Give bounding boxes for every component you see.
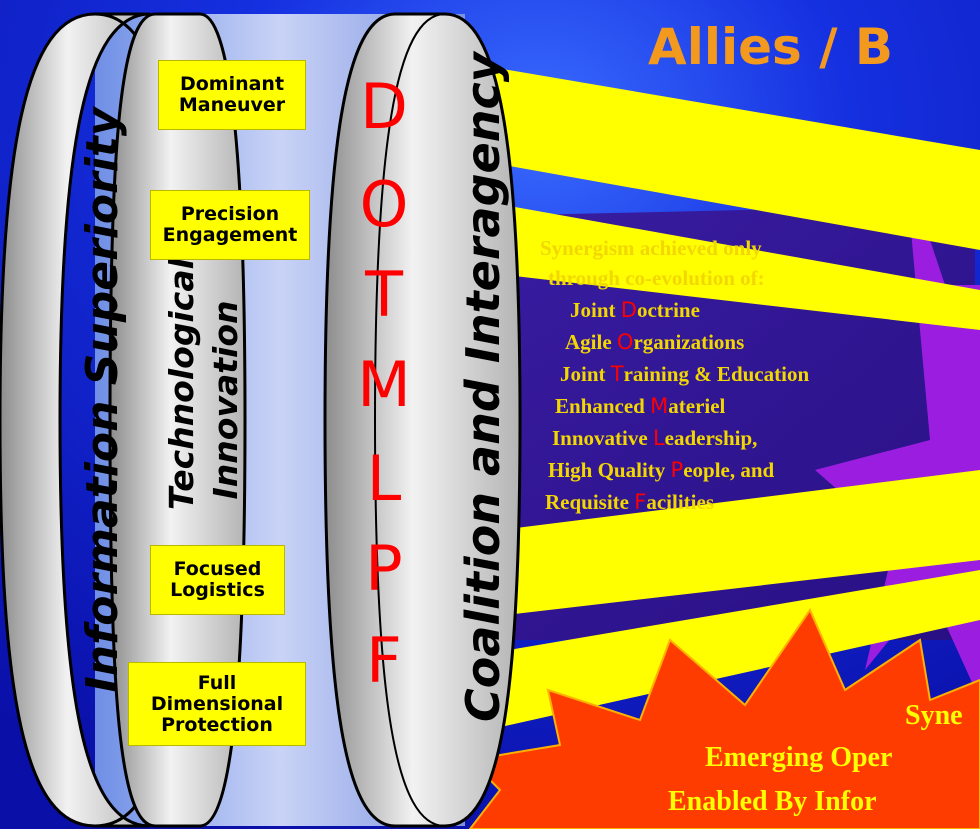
concept-line: Precision bbox=[180, 203, 280, 225]
ring-label-coalition-and-interagency: Coalition and Interagency bbox=[456, 52, 510, 722]
concept-focused-logistics: Focused Logistics bbox=[150, 545, 285, 615]
dotmlpf-letter-d: D bbox=[360, 70, 408, 143]
orange-burst bbox=[467, 607, 980, 829]
item-pre: Enhanced bbox=[555, 394, 651, 418]
dotmlpf-letter-f: F bbox=[366, 624, 402, 697]
item-pre: High Quality bbox=[548, 458, 671, 482]
item-pre: Joint bbox=[570, 298, 621, 322]
synergism-item-leadership: Innovative Leadership, bbox=[552, 426, 757, 451]
dotmlpf-letter-l: L bbox=[366, 442, 402, 515]
synergism-item-doctrine: Joint Doctrine bbox=[570, 298, 700, 323]
item-post: acilities bbox=[646, 490, 714, 514]
item-post: eople, and bbox=[683, 458, 775, 482]
synergism-item-materiel: Enhanced Materiel bbox=[555, 394, 725, 419]
concept-line: Dominant bbox=[179, 73, 285, 95]
synergism-intro-2: through co-evolution of: bbox=[548, 266, 765, 290]
item-post: octrine bbox=[636, 298, 700, 322]
synergism-item-organizations: Agile Organizations bbox=[565, 330, 744, 355]
item-letter: M bbox=[650, 394, 669, 418]
item-pre: Requisite bbox=[545, 490, 635, 514]
concept-line: Full bbox=[197, 671, 237, 694]
concept-precision-engagement: Precision Engagement bbox=[150, 190, 310, 260]
item-letter: T bbox=[610, 362, 624, 386]
ring-label-information-superiority: Information Superiority bbox=[77, 107, 128, 693]
concept-line: Logistics bbox=[170, 579, 265, 601]
ring-label-technological: Technological Innovation bbox=[162, 258, 245, 510]
synergism-intro-1: Synergism achieved only bbox=[540, 236, 762, 260]
concept-dominant-maneuver: Dominant Maneuver bbox=[158, 60, 306, 130]
item-letter: F bbox=[634, 490, 647, 514]
item-letter: P bbox=[670, 458, 684, 482]
item-pre: Agile bbox=[565, 330, 617, 354]
concept-line: Dimensional bbox=[150, 692, 284, 715]
page-title: Allies / B bbox=[648, 18, 893, 76]
concept-line: Focused bbox=[173, 558, 262, 580]
dotmlpf-letter-t: T bbox=[365, 258, 403, 331]
dotmlpf-letter-p: P bbox=[365, 532, 403, 605]
concept-full-dimensional-protection: Full Dimensional Protection bbox=[128, 662, 306, 746]
concept-line: Protection bbox=[161, 713, 273, 736]
concept-line: Maneuver bbox=[178, 94, 286, 116]
burst-line-3: Enabled By Infor bbox=[668, 786, 877, 817]
synergism-item-facilities: Requisite Facilities bbox=[545, 490, 714, 515]
item-post: raining & Education bbox=[623, 362, 810, 386]
burst-line-2: Emerging Oper bbox=[705, 742, 893, 773]
item-post: eadership, bbox=[664, 426, 758, 450]
item-pre: Innovative bbox=[552, 426, 653, 450]
concept-line: Engagement bbox=[162, 224, 298, 246]
dotmlpf-letter-m: M bbox=[357, 348, 411, 421]
beam-3 bbox=[420, 470, 980, 625]
item-letter: O bbox=[616, 330, 634, 354]
beam-2 bbox=[420, 190, 980, 330]
synergism-item-training: Joint Training & Education bbox=[560, 362, 809, 387]
item-post: ateriel bbox=[668, 394, 726, 418]
synergism-item-people: High Quality People, and bbox=[548, 458, 774, 483]
item-pre: Joint bbox=[560, 362, 611, 386]
outer-ring-inner-edge bbox=[58, 13, 151, 827]
ring-label-technological-innovation: Technological Innovation bbox=[160, 258, 250, 510]
item-letter: D bbox=[620, 298, 637, 322]
item-post: rganizations bbox=[633, 330, 745, 354]
right-ring-inner-edge bbox=[373, 13, 446, 827]
beam-1 bbox=[420, 55, 980, 250]
item-letter: L bbox=[652, 426, 665, 450]
burst-line-1: Syne bbox=[905, 700, 963, 731]
dotmlpf-letter-o: O bbox=[359, 168, 409, 241]
